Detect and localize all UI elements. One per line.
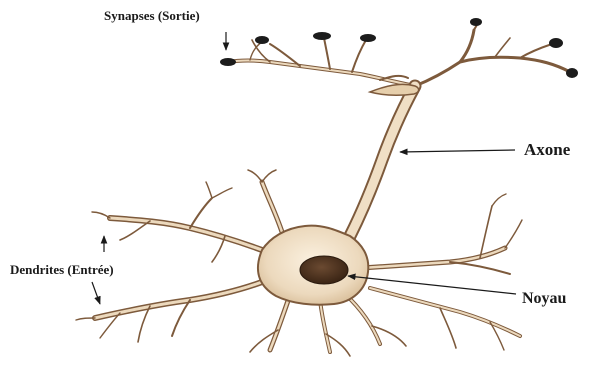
synapse-terminals	[220, 18, 578, 78]
axon	[350, 84, 419, 236]
dendrites-label: Dendrites (Entrée)	[10, 262, 114, 278]
synapses-label: Synapses (Sortie)	[104, 8, 200, 24]
axone-label: Axone	[524, 140, 570, 160]
noyau-label: Noyau	[522, 290, 566, 308]
dendrite-arrow-down	[92, 282, 100, 304]
axon-terminals	[228, 22, 570, 86]
axone-pointer-line	[400, 150, 515, 152]
nucleus	[300, 256, 348, 284]
noyau-pointer-line	[348, 276, 516, 294]
